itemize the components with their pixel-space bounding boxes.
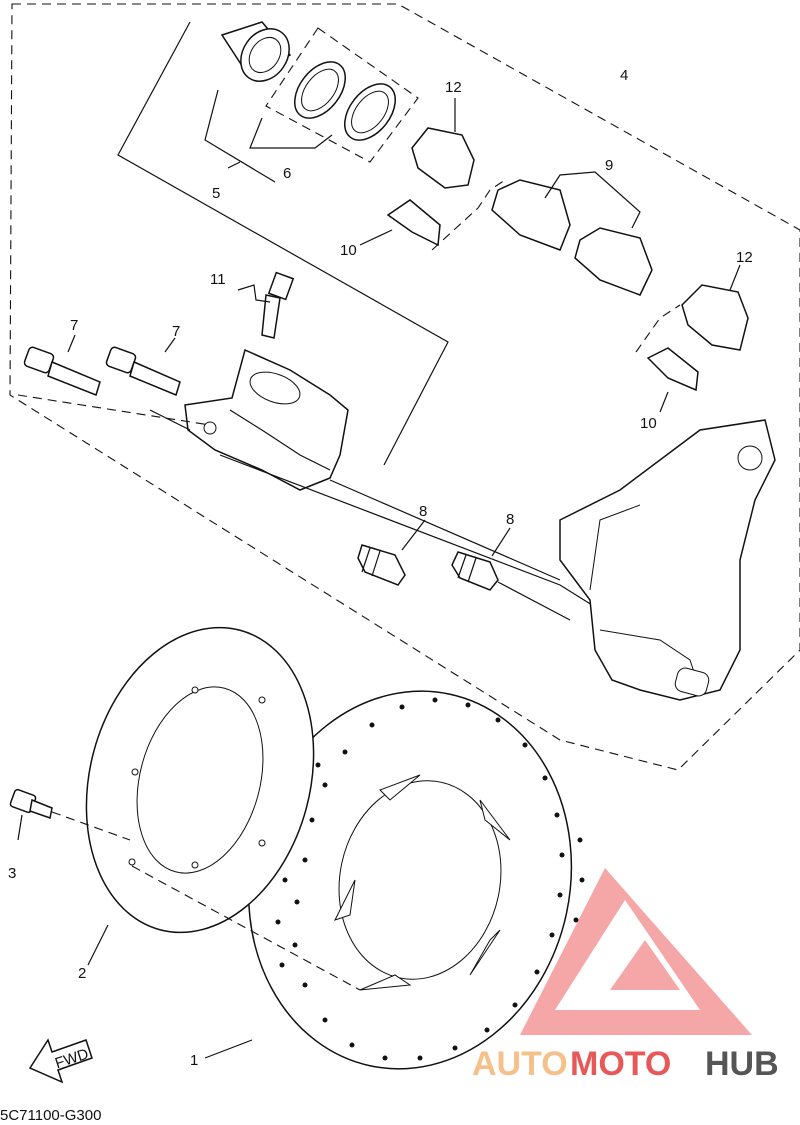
diagram-code: 5C71100-G300 [0, 1107, 101, 1124]
callout-2: 2 [78, 965, 86, 982]
callout-3: 3 [8, 865, 16, 882]
callout-8-right: 8 [506, 511, 514, 528]
forward-arrow-icon: FWD [28, 1038, 93, 1084]
callout-10-upper: 10 [340, 242, 357, 259]
callout-5: 5 [212, 185, 220, 202]
callout-6: 6 [283, 165, 291, 182]
disc-bolt [9, 788, 53, 819]
caliper-body [184, 348, 349, 491]
watermark-auto: AUTO [472, 1045, 568, 1083]
piston [220, 21, 292, 82]
piston-group-outline [117, 21, 449, 466]
pad-spring-upper [411, 98, 475, 189]
watermark-moto: MOTO [570, 1045, 671, 1083]
callout-7-left: 7 [70, 317, 78, 334]
brake-disc [247, 690, 585, 1070]
callout-12-upper: 12 [445, 79, 462, 96]
automotohub-logo [520, 868, 752, 1035]
pad-guide-lines [431, 179, 506, 251]
callout-11: 11 [210, 271, 226, 288]
pin-boot-right [451, 551, 499, 591]
seals [294, 61, 396, 141]
brake-pad-set [491, 171, 653, 296]
callout-8-left: 8 [419, 503, 427, 520]
callout-12-lower: 12 [736, 249, 753, 266]
callout-1: 1 [190, 1052, 198, 1069]
leader-6 [249, 117, 333, 149]
pin-axis-line [17, 394, 211, 426]
caliper-assembly-boundary [9, 3, 800, 771]
bleed-screw [237, 271, 295, 339]
watermark-hub: HUB [705, 1045, 779, 1083]
callout-7-right: 7 [172, 323, 180, 340]
pin-boot-left [357, 544, 406, 586]
caliper-pin-left [23, 346, 101, 396]
leader-5 [204, 89, 276, 183]
disc-hub [85, 626, 315, 934]
caliper-pin-right [105, 346, 181, 397]
pad-spring-lower [681, 264, 749, 351]
pad-clip-lower [646, 347, 699, 413]
caliper-bracket [559, 419, 776, 701]
callout-4: 4 [620, 67, 628, 84]
callout-10-lower: 10 [640, 415, 657, 432]
pad-clip-upper [359, 199, 441, 247]
callout-9: 9 [605, 157, 613, 174]
seal-kit-boundary [265, 27, 419, 163]
